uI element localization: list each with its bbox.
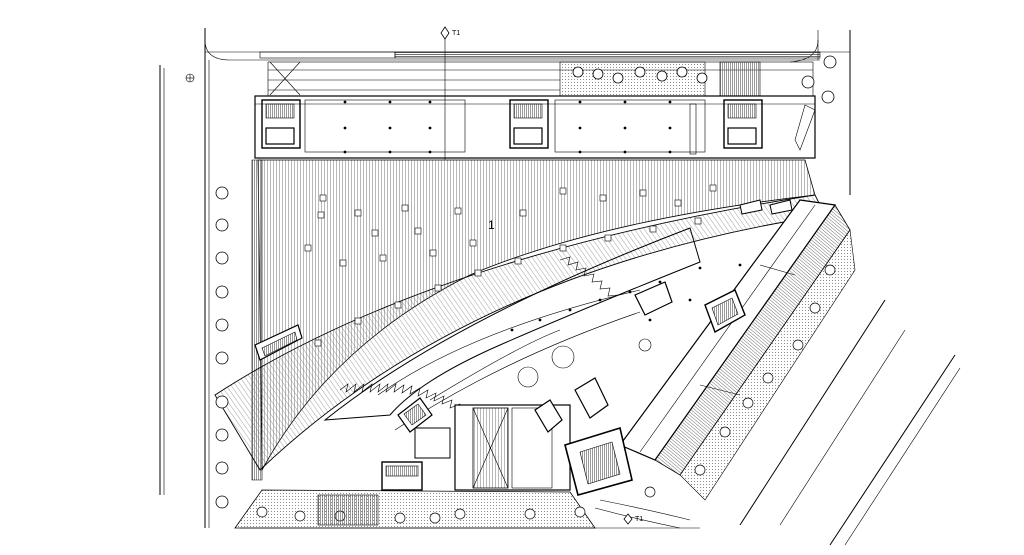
section-marker-top-label: T1 <box>452 30 460 37</box>
north-strip <box>259 51 821 101</box>
west-tree-row <box>215 186 229 509</box>
south-strip <box>234 486 700 529</box>
section-marker-bottom-label: T1 <box>635 516 643 523</box>
section-marker-top: T1 <box>440 26 460 40</box>
zone-number-label: 1 <box>488 218 495 232</box>
east-wing <box>619 199 856 501</box>
south-building <box>381 281 673 496</box>
section-marker-bottom: T1 <box>623 513 643 525</box>
misc-details <box>444 35 816 215</box>
north-building <box>254 95 816 159</box>
northeast-trees <box>572 55 837 104</box>
sawtooth-edge <box>339 256 619 418</box>
